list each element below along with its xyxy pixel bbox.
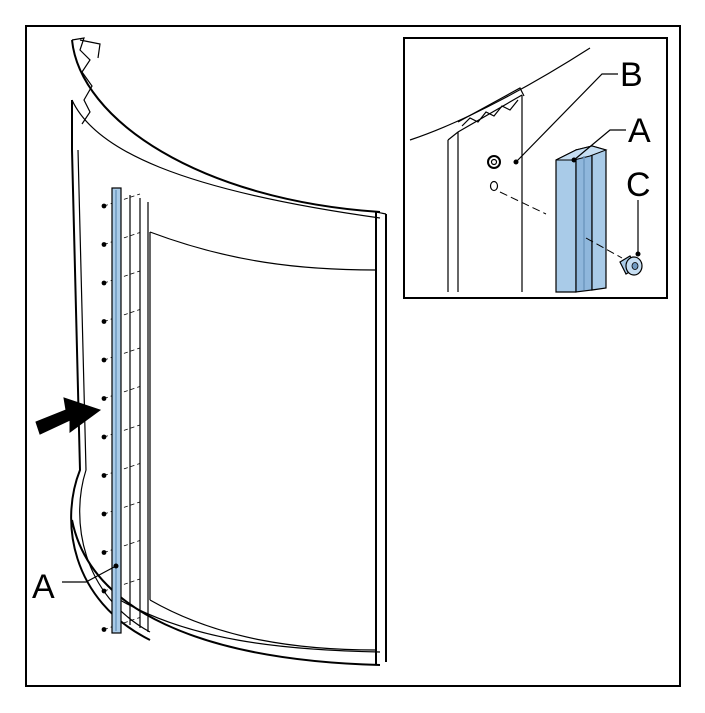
callout-a-main: A [32, 563, 119, 606]
detail-inset: B A C [403, 37, 668, 299]
cut-edge [71, 37, 93, 125]
screw-guide [103, 386, 141, 399]
screw-icon [101, 434, 107, 440]
rail-a-detail [555, 145, 608, 293]
screw-row [101, 193, 141, 632]
rail-a-main [111, 187, 122, 634]
screw-icon [101, 550, 107, 555]
screw-icon [101, 627, 107, 632]
callout-c-dot [635, 251, 641, 257]
callout-a-detail-leader [573, 129, 626, 161]
screw-guide [103, 309, 141, 322]
screw-guide [103, 617, 141, 630]
left-inner-edge [77, 149, 151, 633]
screw-icon [101, 242, 107, 247]
screw-icon [101, 511, 107, 517]
callout-b-dot [513, 159, 519, 165]
screw-icon [101, 319, 107, 324]
label-a-detail: A [628, 112, 651, 150]
profile-b-cap [457, 87, 525, 123]
curved-door-panel [70, 37, 387, 666]
hole-lower [489, 180, 499, 192]
screw-icon [101, 473, 107, 478]
screw-icon [619, 255, 643, 276]
callout-c: C [626, 166, 651, 257]
screw-icon [101, 203, 107, 209]
top-rim-outer [71, 39, 381, 213]
callout-b: B [513, 56, 643, 165]
hole-upper-inner [490, 158, 498, 166]
screw-guide [103, 578, 141, 592]
glass-bottom-edge [149, 599, 377, 651]
alignment-guide-2 [585, 237, 623, 259]
screw-guide [103, 463, 141, 476]
screw-guide [103, 270, 141, 284]
screw-icon [101, 280, 107, 286]
bottom-rim-inner [119, 599, 381, 653]
arrow-right-icon [35, 397, 102, 435]
screw-guide [103, 193, 141, 207]
screw-icon [101, 396, 107, 401]
screw-guide [103, 540, 141, 553]
label-a-main: A [32, 568, 55, 606]
label-b: B [620, 56, 643, 94]
label-c: C [626, 166, 651, 204]
callout-a-dot [113, 563, 119, 569]
profile-b-teeth [461, 99, 519, 127]
alignment-guide-1 [499, 191, 547, 215]
screw-icon [101, 588, 107, 594]
screw-guide [103, 424, 141, 438]
inset-top-curve [409, 47, 591, 141]
hole-upper-outer [487, 155, 501, 169]
bracket-top [79, 39, 101, 59]
callout-a-detail-dot [571, 157, 577, 163]
bottom-rim-outer [71, 519, 381, 666]
screw-icon [101, 357, 107, 363]
screw-guide [103, 501, 141, 515]
callout-b-leader [515, 73, 618, 163]
figure-border [25, 25, 681, 687]
callout-a-leader [62, 565, 117, 583]
screw-guide [103, 232, 141, 245]
glass-top-edge [149, 231, 377, 271]
right-upright-cap [375, 211, 387, 215]
screw-guide [103, 347, 141, 361]
callout-a-detail: A [571, 112, 651, 163]
